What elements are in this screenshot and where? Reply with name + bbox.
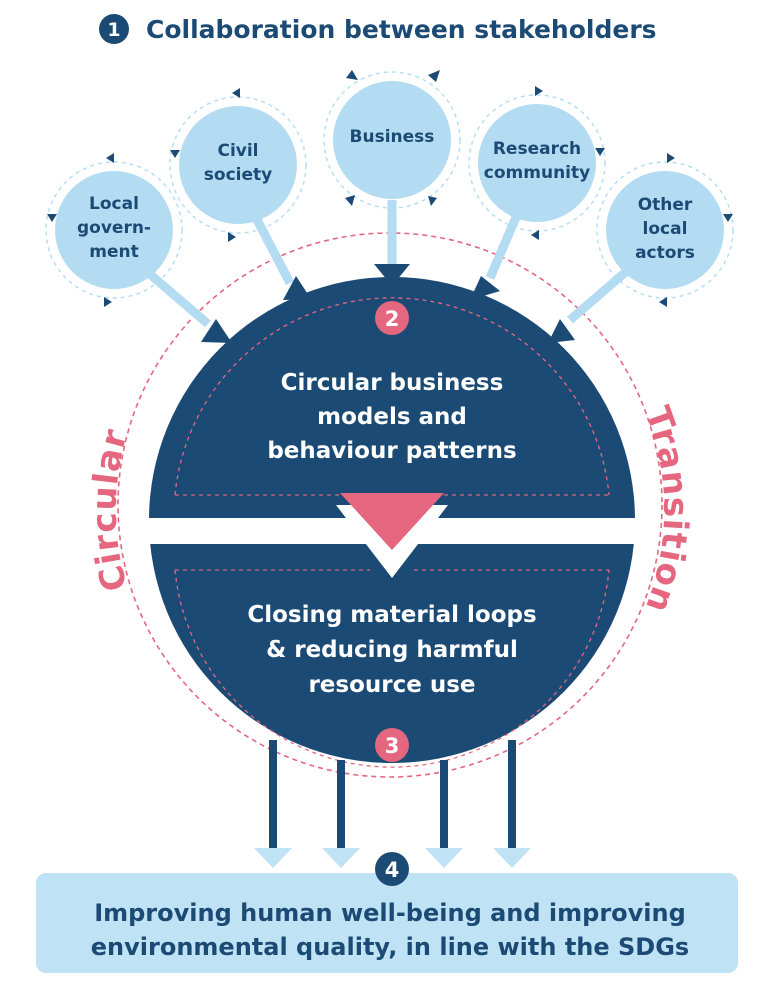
transition-arrow-icon <box>340 493 444 550</box>
outcome-text: Improving human well-being and improving <box>94 899 686 927</box>
cycle-arrow-icon <box>723 214 733 222</box>
cycle-arrow-icon <box>345 195 355 206</box>
stakeholder-label: society <box>204 165 272 185</box>
cycle-arrow-icon <box>104 297 112 307</box>
badge-3 <box>375 728 409 762</box>
cycle-arrow-icon <box>667 153 675 163</box>
cycle-arrow-icon <box>659 297 667 307</box>
cycle-arrow-icon <box>232 88 240 98</box>
stakeholder-label: Local <box>89 194 139 214</box>
cycle-arrow-icon <box>428 70 440 82</box>
outcome-text: environmental quality, in line with the … <box>91 933 689 961</box>
down-arrow-icon <box>322 848 360 868</box>
down-arrow-icon <box>493 848 531 868</box>
cycle-arrow-icon <box>228 232 236 242</box>
output-arrows <box>254 740 531 868</box>
stakeholder-label: Civil <box>217 141 258 161</box>
core-bottom-label: & reducing harmful <box>266 637 518 663</box>
badge-3-label: 3 <box>385 734 400 758</box>
badge-1 <box>99 14 129 44</box>
header: 1 Collaboration between stakeholders <box>99 14 657 44</box>
cycle-arrow-icon <box>346 70 358 80</box>
badge-4 <box>375 852 409 886</box>
stakeholder-label: Business <box>350 127 435 147</box>
stakeholder-label: actors <box>635 243 695 263</box>
cycle-arrow-icon <box>595 148 605 156</box>
down-arrow-icon <box>254 848 292 868</box>
stakeholder-research-community: Research community <box>468 86 606 240</box>
core-top-label: behaviour patterns <box>267 438 516 464</box>
ring-label-circular: Circular <box>85 424 137 595</box>
badge-1-label: 1 <box>107 19 120 41</box>
cycle-arrow-icon <box>535 86 543 96</box>
stakeholder-label: community <box>484 163 590 183</box>
stakeholder-label: govern- <box>77 218 151 238</box>
stakeholder-arrows <box>142 200 631 328</box>
core-bottom-label: Closing material loops <box>247 602 536 628</box>
cycle-arrow-icon <box>106 153 114 163</box>
core-top-label: models and <box>317 404 467 430</box>
stakeholder-label: ment <box>89 242 138 262</box>
stakeholder-label: Research <box>493 139 581 159</box>
cycle-arrow-icon <box>428 196 437 206</box>
diagram-title: Collaboration between stakeholders <box>146 15 657 44</box>
stakeholder-label: local <box>643 219 688 239</box>
stakeholder-civil-society: Civil society <box>169 88 307 242</box>
ring-label-transition: Transition <box>637 401 695 618</box>
badge-2 <box>375 301 409 335</box>
badge-4-label: 4 <box>385 858 400 882</box>
badge-2-label: 2 <box>385 307 400 331</box>
stakeholder-business: Business <box>323 70 461 209</box>
core-top-label: Circular business <box>281 370 504 396</box>
stakeholder-label: Other <box>638 195 693 215</box>
stakeholder-other-local-actors: Other local actors <box>596 153 734 307</box>
core-bottom-label: resource use <box>308 672 475 698</box>
stakeholder-local-government: Local govern- ment <box>45 153 183 307</box>
cycle-arrow-icon <box>170 150 180 158</box>
outcome-box: 4 Improving human well-being and improvi… <box>36 852 738 973</box>
cycle-arrow-icon <box>47 214 57 222</box>
core-circle: 2 Circular business models and behaviour… <box>140 277 645 768</box>
cycle-arrow-icon <box>531 230 539 240</box>
down-arrow-icon <box>425 848 463 868</box>
